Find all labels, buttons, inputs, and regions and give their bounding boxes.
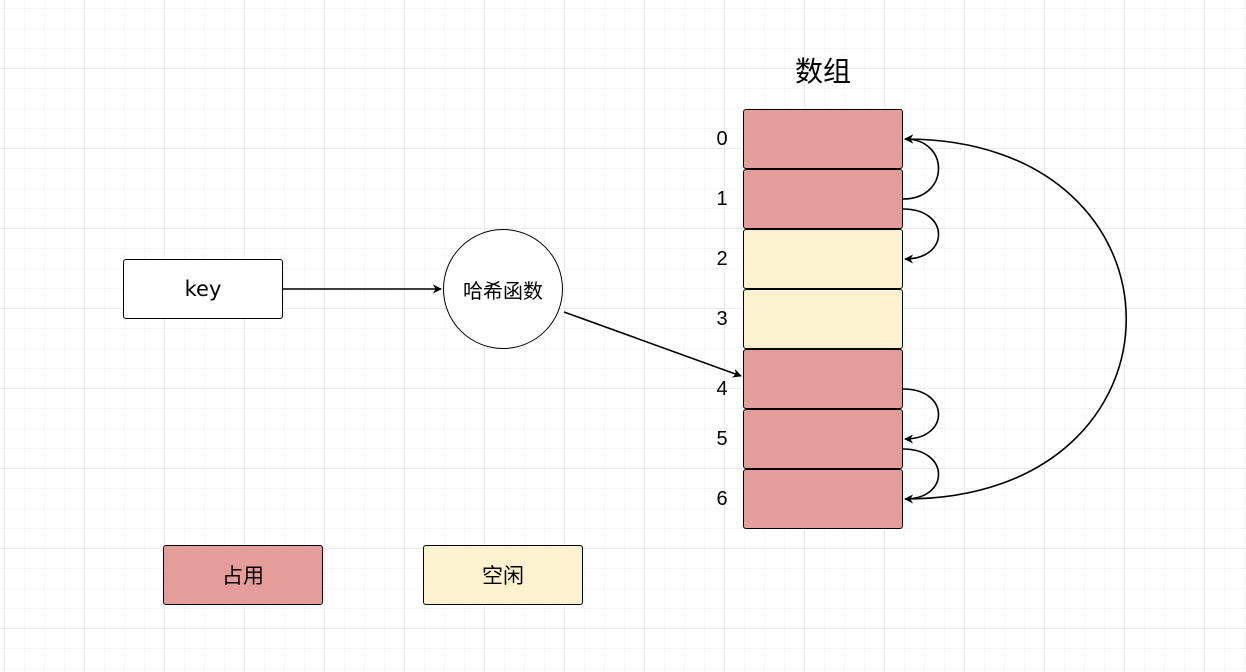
array-cell-5 (743, 409, 903, 469)
probe-arrow-1-to-2 (902, 208, 940, 264)
array-index-0: 0 (716, 128, 728, 150)
probe-arrow-5-to-6 (902, 448, 940, 504)
array-cell-1 (743, 169, 903, 229)
array-cell-3 (743, 289, 903, 349)
legend-occupied-label: 占用 (222, 564, 264, 588)
array-index-2: 2 (716, 248, 728, 270)
array-cell-6 (743, 469, 903, 529)
array-cell-2 (743, 229, 903, 289)
hash-function-label: 哈希函数 (463, 278, 543, 303)
arrow-hash-to-cell-4 (563, 311, 742, 378)
legend-occupied: 占用 (163, 545, 323, 605)
array-cell-0 (743, 109, 903, 169)
array-index-4: 4 (716, 378, 728, 400)
array-cell-4 (743, 349, 903, 409)
legend-free: 空闲 (423, 545, 583, 605)
array-title: 数组 (794, 55, 851, 88)
probe-arrow-1-to-0 (902, 134, 940, 200)
probe-arrow-4-to-5 (902, 388, 940, 444)
array-index-1: 1 (716, 188, 728, 210)
key-box: key (123, 259, 283, 319)
array-index-3: 3 (716, 308, 728, 330)
hash-function-node: 哈希函数 (443, 229, 563, 349)
array-index-5: 5 (716, 428, 728, 450)
probe-arrow-wrap-6-to-0 (904, 134, 1127, 500)
array-index-6: 6 (716, 488, 728, 510)
legend-free-label: 空闲 (482, 564, 524, 588)
key-label: key (184, 277, 222, 301)
